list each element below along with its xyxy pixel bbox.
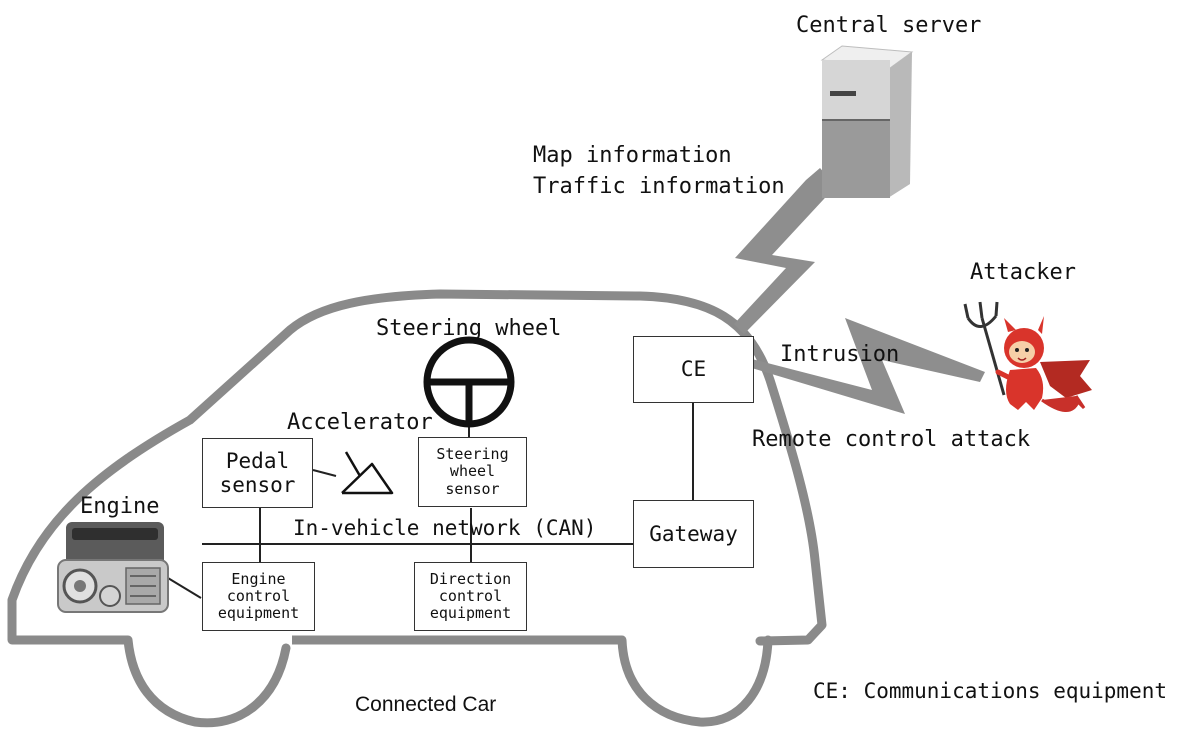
- engine-control-text-line3: equipment: [217, 604, 300, 623]
- pedal-sensor-text-line2: sensor: [219, 473, 296, 497]
- steering-sensor-text-line1: Steering: [436, 445, 509, 464]
- steering-wheel-label: Steering wheel: [376, 316, 562, 341]
- attacker-devil-icon: [963, 301, 1092, 412]
- engine-label: Engine: [80, 494, 160, 519]
- pedal-sensor-box: Pedal sensor: [202, 438, 313, 508]
- direction-control-text-line3: equipment: [429, 604, 512, 623]
- car-body-outline: [7, 289, 827, 646]
- attacker-label: Attacker: [970, 260, 1076, 285]
- direction-control-box: Direction control equipment: [414, 562, 527, 631]
- gateway-box: Gateway: [633, 500, 754, 568]
- traffic-information-label: Traffic information: [533, 174, 785, 199]
- server-icon: [820, 45, 914, 198]
- remote-control-attack-label: Remote control attack: [752, 427, 1031, 452]
- engine-icon: [57, 522, 169, 613]
- steering-sensor-text-line2: wheel: [449, 462, 496, 481]
- rear-wheel-arch: [123, 635, 291, 728]
- steering-wheel-sensor-box: Steering wheel sensor: [418, 437, 527, 507]
- steering-sensor-text-line3: sensor: [445, 479, 500, 498]
- map-information-label: Map information: [533, 143, 732, 168]
- intrusion-label: Intrusion: [780, 342, 900, 367]
- engine-control-text-line1: Engine: [231, 569, 286, 588]
- engine-control-box: Engine control equipment: [202, 562, 315, 631]
- central-server-label: Central server: [796, 13, 982, 38]
- direction-control-text-line1: Direction: [429, 569, 512, 588]
- pedal-sensor-text-line1: Pedal: [225, 448, 290, 473]
- front-wheel-arch: [617, 635, 773, 727]
- gateway-box-text: Gateway: [649, 521, 738, 546]
- connected-car-label: Connected Car: [355, 693, 497, 716]
- ce-legend: CE: Communications equipment: [813, 679, 1168, 703]
- ce-box: CE: [633, 336, 754, 403]
- in-vehicle-network-label: In-vehicle network (CAN): [293, 516, 597, 540]
- direction-control-text-line2: control: [438, 586, 503, 605]
- ce-box-text: CE: [680, 357, 707, 382]
- lightning-intrusion: [745, 318, 985, 414]
- lightning-server-link: [734, 168, 836, 334]
- accelerator-label: Accelerator: [287, 410, 433, 435]
- accelerator-pedal-icon: [341, 451, 394, 495]
- engine-control-text-line2: control: [226, 586, 291, 605]
- steering-wheel-icon: [423, 336, 515, 428]
